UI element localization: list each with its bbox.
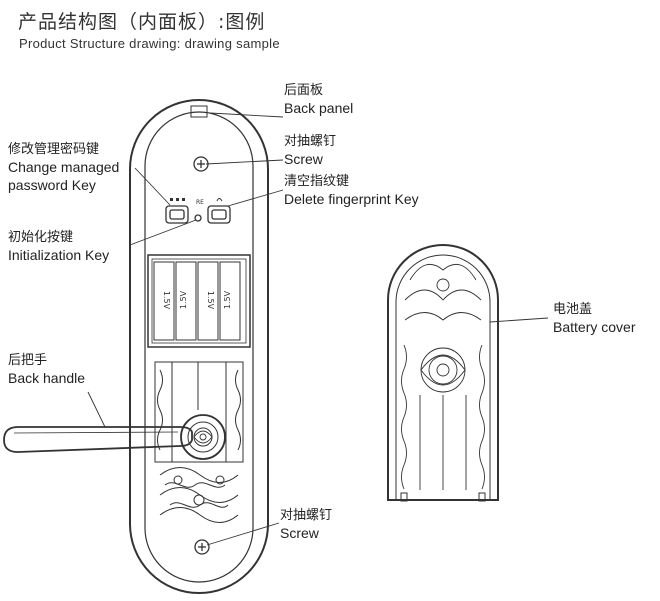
change-password-key [165,198,189,224]
label-change-password-en-2: password Key [8,176,96,193]
leader-battery-cover [489,317,549,323]
lower-panel-ornament [154,361,244,523]
label-screw-top-cn: 对抽螺钉 [284,134,337,149]
leader-screw-top [205,159,284,165]
battery-label: 1.5V 1.5V 1.5V 1.5V [162,290,232,309]
screw-bottom [194,539,210,555]
label-battery-cover-cn: 电池盖 [553,302,593,317]
label-back-handle: 后把手 Back handle [8,353,85,388]
leader-back-panel [209,112,284,118]
battery-cover [387,244,499,502]
label-change-password-en-1: Change managed [8,158,120,175]
label-back-handle-en: Back handle [8,369,86,386]
label-screw-top-en: Screw [284,150,323,167]
leader-change-password [134,167,171,206]
leader-screw-bottom [206,522,280,546]
svg-text:1.5V: 1.5V [179,290,188,309]
leader-initialization [129,219,197,246]
delete-fingerprint-key [207,198,231,224]
page-title-en: Product Structure drawing: drawing sampl… [19,36,280,51]
label-screw-bottom-en: Screw [280,524,319,541]
label-back-panel: 后面板 Back panel [284,83,353,118]
initialization-key: RE [194,199,204,222]
back-panel [129,99,269,594]
page-title-cn: 产品结构图（内面板）:图例 [18,11,266,33]
label-delete-fingerprint-en: Delete fingerprint Key [284,190,419,207]
leader-lines [87,112,549,546]
leader-back-handle [87,391,106,428]
label-initialization: 初始化按键 Initialization Key [8,230,109,265]
svg-text:RE: RE [196,199,204,206]
label-screw-bottom: 对抽螺钉 Screw [280,508,332,543]
label-initialization-cn: 初始化按键 [8,230,74,245]
label-battery-cover-en: Battery cover [553,318,636,335]
label-delete-fingerprint: 清空指纹键 Delete fingerprint Key [284,174,419,209]
label-screw-bottom-cn: 对抽螺钉 [280,508,333,523]
svg-text:1.5V: 1.5V [162,291,171,310]
leader-delete-fingerprint [227,189,284,207]
battery-compartment: 1.5V 1.5V 1.5V 1.5V [147,254,251,348]
label-back-handle-cn: 后把手 [8,353,48,368]
back-handle [3,414,226,460]
svg-text:1.5V: 1.5V [206,291,215,310]
label-initialization-en: Initialization Key [8,246,110,263]
label-battery-cover: 电池盖 Battery cover [553,302,635,337]
label-back-panel-cn: 后面板 [284,83,324,98]
svg-text:1.5V: 1.5V [223,290,232,309]
label-change-password: 修改管理密码键 Change managed password Key [8,142,119,194]
label-screw-top: 对抽螺钉 Screw [284,134,336,169]
label-delete-fingerprint-cn: 清空指纹键 [284,174,350,189]
label-change-password-cn: 修改管理密码键 [8,142,100,157]
label-back-panel-en: Back panel [284,99,354,116]
screw-top [193,156,209,172]
